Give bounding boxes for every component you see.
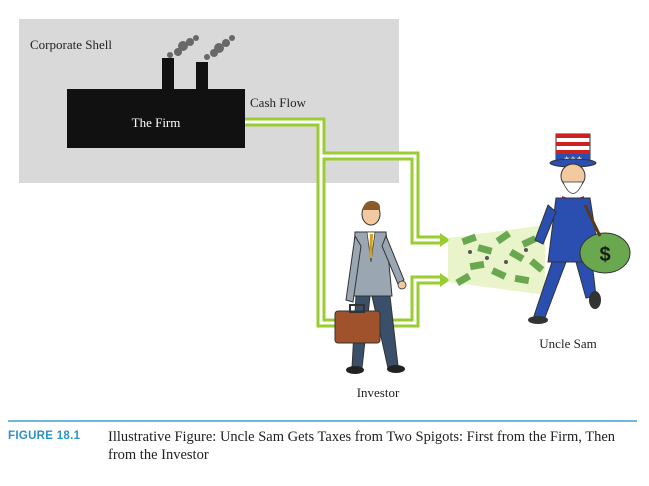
investor-label: Investor	[357, 385, 400, 400]
caption-text: Illustrative Figure: Uncle Sam Gets Taxe…	[108, 429, 616, 463]
chimney-left	[162, 58, 174, 90]
chimney-right	[196, 62, 208, 90]
corporate-shell-label: Corporate Shell	[30, 37, 112, 52]
firm-block	[67, 89, 245, 148]
cash-flow-label: Cash Flow	[250, 95, 307, 110]
money-spray	[448, 225, 545, 295]
firm-label: The Firm	[132, 115, 181, 130]
briefcase-icon	[334, 310, 381, 344]
svg-text:$: $	[599, 244, 610, 266]
caption-divider	[8, 420, 637, 422]
money-bag-icon	[579, 232, 631, 274]
smoke-icon	[167, 35, 235, 60]
uncle-sam-label: Uncle Sam	[539, 336, 596, 351]
investor-figure	[334, 200, 407, 374]
figure-number: FIGURE 18.1	[8, 430, 81, 442]
uncle-sam-figure: ★★★ $	[528, 133, 631, 324]
